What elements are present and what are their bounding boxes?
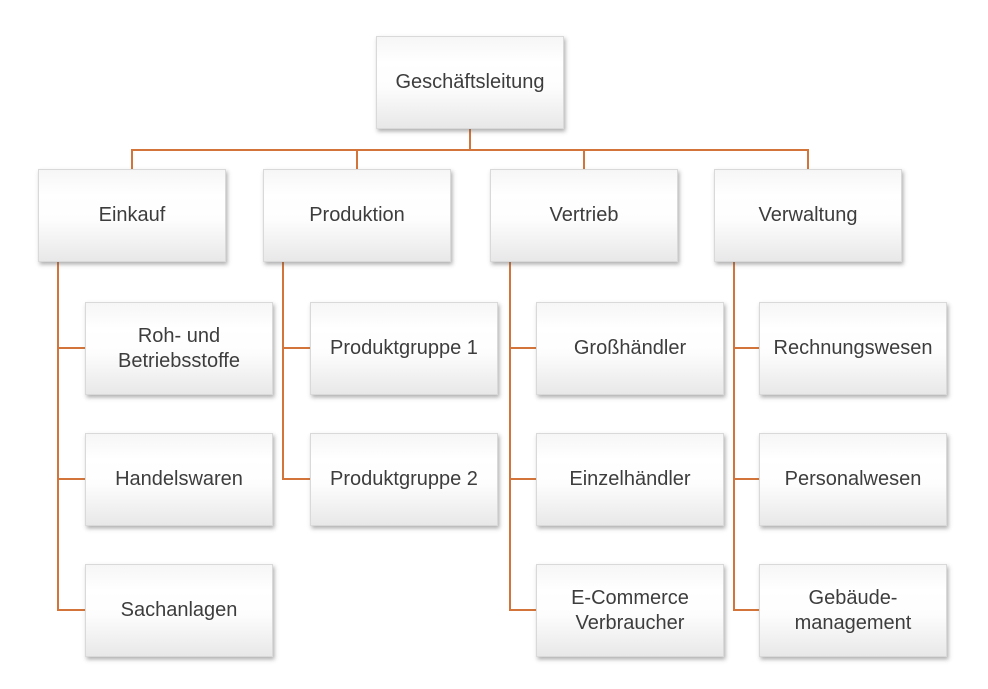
connector-spine-produktion — [282, 262, 284, 480]
org-box-sachanlagen: Sachanlagen — [85, 564, 273, 657]
org-box-e-commerce-verbraucher: E-Commerce Verbraucher — [536, 564, 724, 657]
org-box-gebaeudemanagement: Gebäude- management — [759, 564, 947, 657]
org-box-vertrieb: Vertrieb — [490, 169, 678, 262]
connector-stub-gebaeudemanagement — [733, 609, 759, 611]
connector-stub-personalwesen — [733, 478, 759, 480]
connector-stub-einzelhaendler — [509, 478, 536, 480]
connector-stub-rechnungswesen — [733, 347, 759, 349]
org-box-roh-und-betriebsstoffe: Roh- und Betriebsstoffe — [85, 302, 273, 395]
connector-spine-vertrieb — [509, 262, 511, 611]
connector-drop-vertrieb — [583, 149, 585, 169]
org-box-geschaeftsleitung: Geschäftsleitung — [376, 36, 564, 129]
connector-stub-grosshaendler — [509, 347, 536, 349]
org-box-produktion: Produktion — [263, 169, 451, 262]
org-box-personalwesen: Personalwesen — [759, 433, 947, 526]
connector-bus — [131, 149, 809, 151]
connector-drop-verwaltung — [807, 149, 809, 169]
org-box-verwaltung: Verwaltung — [714, 169, 902, 262]
connector-spine-einkauf — [57, 262, 59, 611]
connector-spine-verwaltung — [733, 262, 735, 611]
org-box-grosshaendler: Großhändler — [536, 302, 724, 395]
connector-drop-einkauf — [131, 149, 133, 169]
connector-drop-produktion — [356, 149, 358, 169]
connector-stub-handelswaren — [57, 478, 85, 480]
org-box-einkauf: Einkauf — [38, 169, 226, 262]
connector-stub-sachanlagen — [57, 609, 85, 611]
org-box-handelswaren: Handelswaren — [85, 433, 273, 526]
connector-stub-e-commerce-verbraucher — [509, 609, 536, 611]
org-box-einzelhaendler: Einzelhändler — [536, 433, 724, 526]
org-box-rechnungswesen: Rechnungswesen — [759, 302, 947, 395]
connector-root-stub — [469, 129, 471, 150]
connector-stub-roh-und-betriebsstoffe — [57, 347, 85, 349]
org-box-produktgruppe-1: Produktgruppe 1 — [310, 302, 498, 395]
connector-stub-produktgruppe-1 — [282, 347, 310, 349]
connector-stub-produktgruppe-2 — [282, 478, 310, 480]
org-box-produktgruppe-2: Produktgruppe 2 — [310, 433, 498, 526]
